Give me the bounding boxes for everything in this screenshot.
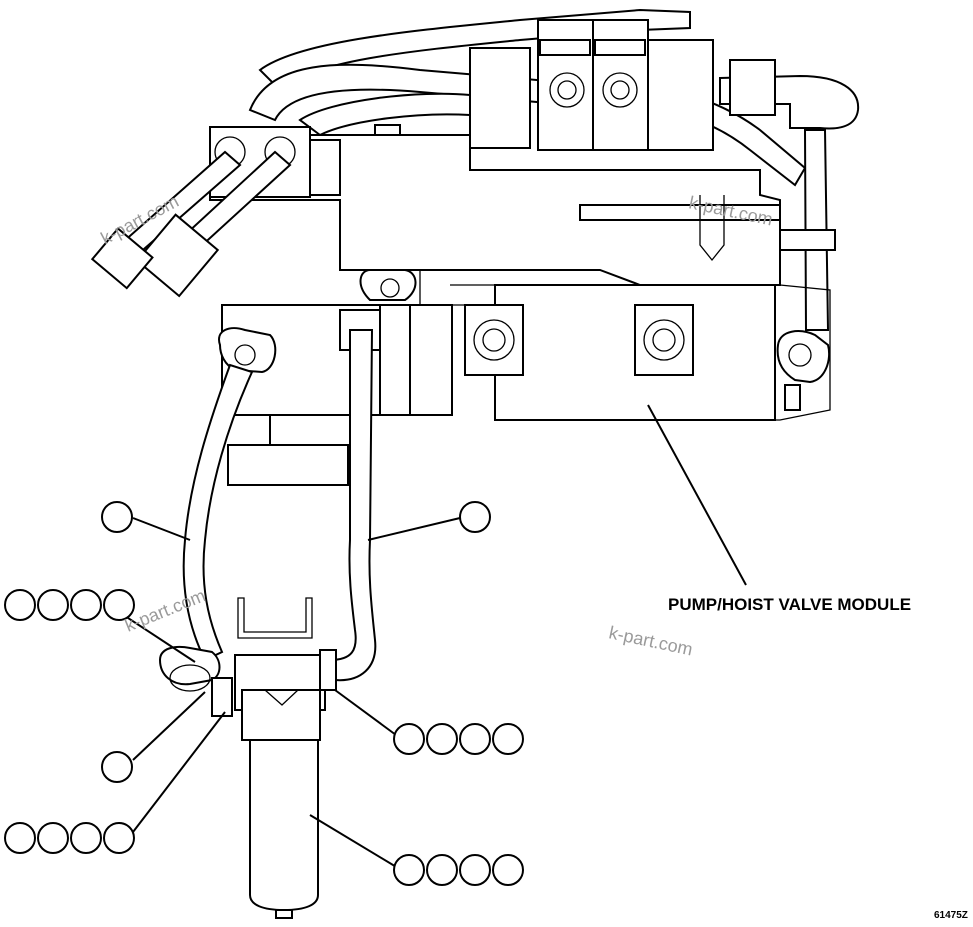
- callout-bubble: [492, 723, 524, 755]
- callout-bubble: [459, 723, 491, 755]
- callout-bubble: [459, 854, 491, 886]
- main-frame: [209, 126, 836, 421]
- callout-bubble: [4, 589, 36, 621]
- callout-bubble: [393, 723, 425, 755]
- callout-bubble: [37, 589, 69, 621]
- callout-bubble: [393, 854, 425, 886]
- callout-bubble: [426, 723, 458, 755]
- callout-bubble: [492, 854, 524, 886]
- leader-lines: [118, 404, 747, 869]
- filter-assembly: [234, 649, 337, 919]
- callout-bubble: [459, 501, 491, 533]
- right-flange: [776, 330, 830, 411]
- callout-bubble: [103, 589, 135, 621]
- callout-bubble: [37, 822, 69, 854]
- callout-bubble: [70, 589, 102, 621]
- upper-left-connectors: [90, 136, 296, 298]
- center-block: [218, 269, 453, 486]
- figure-number: 61475Z: [934, 910, 968, 921]
- module-label: PUMP/HOIST VALVE MODULE: [668, 595, 911, 614]
- callout-bubble: [426, 854, 458, 886]
- callout-bubble: [101, 751, 133, 783]
- callout-bubble: [101, 501, 133, 533]
- elbow-flange-left: [158, 645, 233, 717]
- callout-bubbles: [4, 501, 524, 886]
- filter-bracket: [237, 597, 313, 639]
- callout-bubble: [103, 822, 135, 854]
- callout-bubble: [4, 822, 36, 854]
- callout-bubble: [70, 822, 102, 854]
- valve-blocks: [469, 19, 776, 151]
- watermark: k-part.com: [607, 622, 694, 659]
